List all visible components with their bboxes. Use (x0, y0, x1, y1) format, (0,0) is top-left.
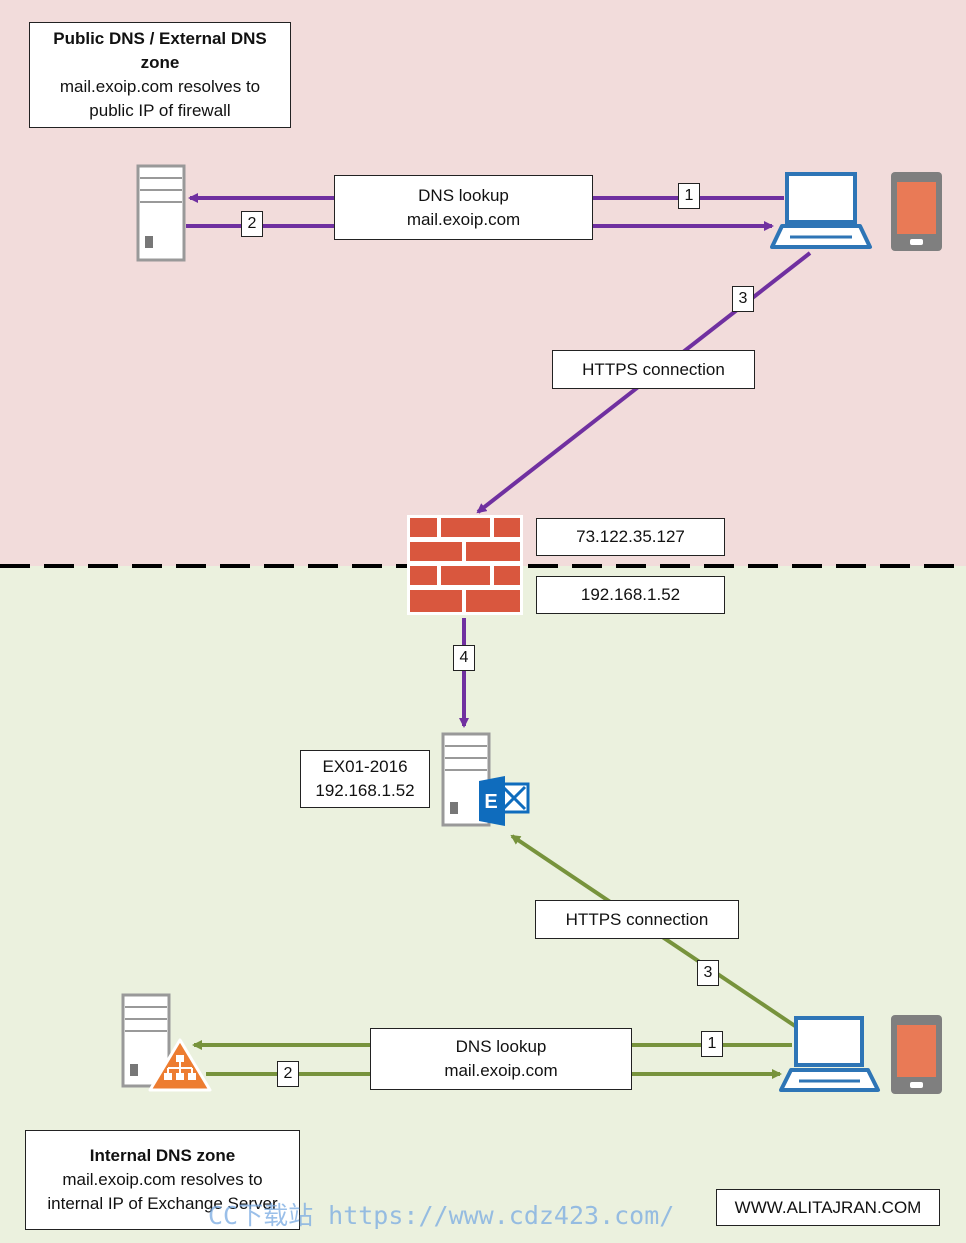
internal-dns-zone-box: Internal DNS zone mail.exoip.com resolve… (25, 1130, 300, 1230)
internal-https-connection-label: HTTPS connection (535, 900, 739, 939)
dns-badge-icon (148, 1038, 212, 1092)
exchange-server-name: EX01-2016 (322, 757, 408, 776)
dns-lookup-label: DNS lookup (418, 185, 509, 205)
step-4-label: 4 (453, 645, 475, 671)
public-https-connection-label: HTTPS connection (552, 350, 755, 389)
firewall-public-ip: 73.122.35.127 (536, 518, 725, 556)
firewall-internal-ip: 192.168.1.52 (536, 576, 725, 614)
dns-lookup-host: mail.exoip.com (406, 209, 521, 229)
internal-zone-title: Internal DNS zone (89, 1146, 236, 1165)
dns-lookup-label: DNS lookup (455, 1037, 547, 1056)
internal-step-3-label: 3 (697, 960, 719, 986)
public-dns-zone-box: Public DNS / External DNS zone mail.exoi… (29, 22, 291, 128)
public-step-2-label: 2 (241, 211, 263, 237)
exchange-server-label: EX01-2016 192.168.1.52 (300, 750, 430, 808)
watermark-text: CC下载站 https://www.cdz423.com/ (208, 1201, 675, 1230)
exchange-logo-icon: E (479, 776, 530, 826)
internal-zone-description: mail.exoip.com resolves to internal IP o… (47, 1170, 278, 1213)
public-step-1-label: 1 (678, 183, 700, 209)
phone-icon (891, 172, 942, 251)
phone-icon (891, 1015, 942, 1094)
internal-step-1-label: 1 (701, 1031, 723, 1057)
laptop-icon (779, 1016, 880, 1092)
server-icon (136, 164, 186, 262)
credit-label: WWW.ALITAJRAN.COM (716, 1189, 940, 1226)
internal-dns-lookup-box: DNS lookup mail.exoip.com (370, 1028, 632, 1090)
dns-lookup-host: mail.exoip.com (444, 1061, 558, 1080)
public-dns-lookup-box: DNS lookup mail.exoip.com (334, 175, 593, 240)
exchange-server-ip: 192.168.1.52 (315, 781, 415, 800)
public-zone-description: mail.exoip.com resolves to public IP of … (59, 77, 261, 120)
public-zone-title: Public DNS / External DNS zone (53, 29, 267, 72)
public-step-3-label: 3 (732, 286, 754, 312)
firewall-icon (407, 515, 523, 615)
exchange-logo-letter: E (484, 791, 497, 813)
laptop-icon (770, 172, 872, 249)
internal-step-2-label: 2 (277, 1061, 299, 1087)
